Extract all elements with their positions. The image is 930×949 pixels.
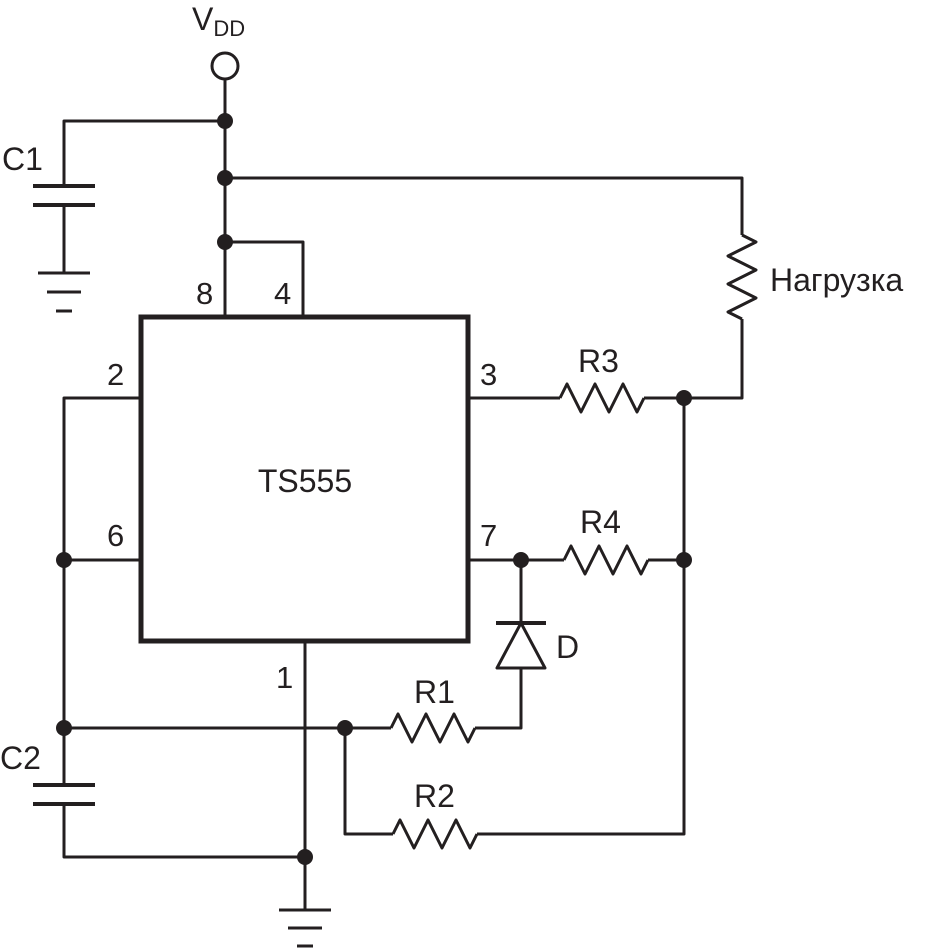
load-supply-wire — [225, 176, 744, 235]
r3-resistor — [558, 382, 646, 414]
junction-dot — [337, 720, 353, 736]
c2-ground-wire — [62, 804, 305, 859]
pin2-wire — [62, 396, 141, 785]
chip-name: TS555 — [258, 463, 352, 499]
junction-dot — [217, 113, 233, 129]
c2-label: C2 — [0, 740, 41, 776]
vdd-label: VDD — [192, 1, 245, 41]
pin-7-label: 7 — [480, 518, 497, 553]
junction-dot — [297, 849, 313, 865]
pin-8-label: 8 — [196, 276, 213, 311]
r4-label: R4 — [580, 504, 621, 540]
r4-resistor — [562, 544, 650, 576]
r1-label: R1 — [414, 674, 455, 710]
load-output-wire — [684, 319, 744, 400]
r2-resistor — [391, 818, 479, 850]
junction-dots — [56, 113, 692, 865]
junction-dot — [217, 170, 233, 186]
junction-dot — [217, 234, 233, 250]
r2-wire-left — [343, 728, 393, 836]
diode-label: D — [556, 629, 579, 665]
pin-1-label: 1 — [276, 660, 293, 695]
load-resistor — [726, 233, 758, 321]
vdd-terminal — [210, 51, 240, 81]
junction-dot — [56, 720, 72, 736]
c1-label: C1 — [2, 141, 43, 177]
junction-dot — [513, 552, 529, 568]
junction-dot — [676, 390, 692, 406]
c1-wire — [62, 119, 225, 186]
pin-2-label: 2 — [107, 357, 124, 392]
r1-to-diode-wire — [475, 668, 523, 730]
ground-icon — [279, 908, 331, 948]
diode-triangle — [495, 621, 547, 670]
load-label: Нагрузка — [770, 262, 903, 298]
pin-3-label: 3 — [480, 357, 497, 392]
pin-6-label: 6 — [107, 518, 124, 553]
junction-dot — [676, 552, 692, 568]
r2-label: R2 — [414, 778, 455, 814]
pin-4-label: 4 — [274, 276, 291, 311]
junction-dot — [56, 552, 72, 568]
pin4-wire — [225, 240, 305, 317]
r1-resistor — [389, 712, 477, 744]
vdd-subscript: DD — [213, 16, 245, 41]
r2-wire-right — [477, 398, 686, 836]
ground-icon — [38, 271, 90, 313]
r3-label: R3 — [578, 343, 619, 379]
